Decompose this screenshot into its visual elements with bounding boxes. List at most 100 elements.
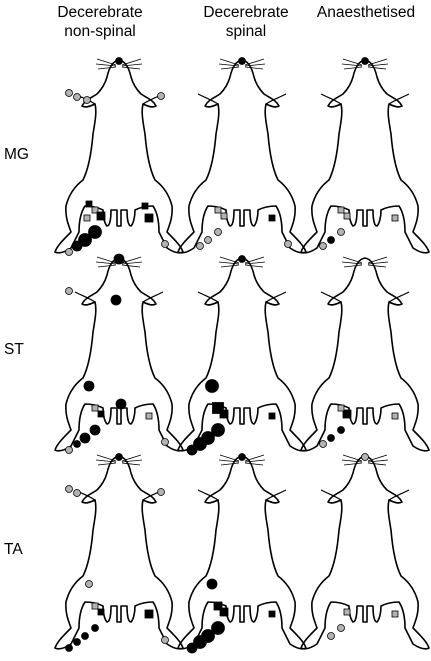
column-header-non-spinal: Decerebrate non-spinal xyxy=(40,3,160,41)
site-marker-square xyxy=(91,602,99,610)
site-marker-square xyxy=(343,212,351,220)
column-header-line1: Decerebrate xyxy=(203,4,289,21)
site-marker-circle xyxy=(361,453,369,461)
site-marker-circle xyxy=(115,57,123,65)
site-marker-circle xyxy=(361,57,369,65)
site-marker-circle xyxy=(238,57,246,65)
site-marker-square xyxy=(268,214,276,222)
site-marker-square xyxy=(219,607,229,617)
column-header-spinal: Decerebrate spinal xyxy=(190,3,302,41)
site-marker-circle xyxy=(327,434,335,442)
site-marker-square xyxy=(145,412,153,420)
site-marker-square xyxy=(220,212,228,220)
site-marker-square xyxy=(219,409,229,419)
site-marker-circle xyxy=(319,440,327,448)
rat-outline xyxy=(300,58,430,254)
site-marker-circle xyxy=(211,621,225,635)
site-marker-square xyxy=(212,402,224,414)
row-label-st: ST xyxy=(4,341,24,358)
site-marker-square xyxy=(337,404,345,412)
site-marker-circle xyxy=(319,242,327,250)
site-marker-circle xyxy=(186,444,198,456)
site-marker-circle xyxy=(238,453,246,461)
site-marker-circle xyxy=(157,488,165,496)
rat-outline xyxy=(54,454,184,650)
site-marker-circle xyxy=(65,485,73,493)
site-marker-circle xyxy=(284,240,292,248)
site-marker-circle xyxy=(337,624,345,632)
site-marker-circle xyxy=(238,255,246,263)
site-marker-circle xyxy=(211,423,225,437)
site-marker-circle xyxy=(73,440,81,448)
site-marker-circle xyxy=(337,228,345,236)
site-marker-circle xyxy=(186,642,198,654)
site-marker-circle xyxy=(157,92,165,100)
site-marker-square xyxy=(85,200,93,208)
row-label-mg: MG xyxy=(4,146,29,163)
site-marker-square xyxy=(214,206,222,214)
site-marker-square xyxy=(343,608,351,616)
column-header-anaesthetised: Anaesthetised xyxy=(304,3,428,22)
site-marker-circle xyxy=(115,398,127,410)
rat-outline xyxy=(177,58,307,254)
site-marker-circle xyxy=(206,578,218,590)
site-marker-square xyxy=(391,214,399,222)
site-marker-circle xyxy=(85,580,93,588)
column-header-line2: spinal xyxy=(225,23,267,40)
site-marker-circle xyxy=(327,236,335,244)
site-marker-circle xyxy=(88,225,102,239)
site-marker-square xyxy=(91,206,99,214)
site-marker-circle xyxy=(73,489,81,497)
site-marker-circle xyxy=(65,644,73,652)
site-marker-circle xyxy=(83,380,95,392)
site-marker-circle xyxy=(65,446,73,454)
site-marker-circle xyxy=(71,240,83,252)
site-marker-square xyxy=(342,409,352,419)
site-marker-circle xyxy=(78,233,92,247)
rat-outline xyxy=(300,454,430,650)
site-marker-circle xyxy=(115,453,123,461)
site-marker-circle xyxy=(214,228,222,236)
column-header-line1: Anaesthetised xyxy=(316,4,416,21)
row-label-ta: TA xyxy=(4,541,23,558)
site-marker-square xyxy=(141,202,149,210)
site-marker-square xyxy=(144,213,154,223)
site-marker-circle xyxy=(337,426,345,434)
site-marker-square xyxy=(91,404,99,412)
site-marker-square xyxy=(96,211,106,221)
site-marker-circle xyxy=(327,632,335,640)
site-marker-circle xyxy=(79,432,91,444)
site-marker-square xyxy=(268,610,276,618)
site-marker-circle xyxy=(81,632,89,640)
rat-outline xyxy=(300,256,430,452)
site-marker-circle xyxy=(89,424,101,436)
site-marker-circle xyxy=(161,240,169,248)
site-marker-square xyxy=(97,608,105,616)
column-header-line2: non-spinal xyxy=(64,23,136,40)
site-marker-circle xyxy=(83,96,91,104)
site-marker-circle xyxy=(193,437,207,451)
column-header-line1: Decerebrate xyxy=(57,4,143,21)
site-marker-circle xyxy=(73,638,81,646)
site-marker-circle xyxy=(65,287,73,295)
rat-outline xyxy=(177,454,307,650)
rat-outline xyxy=(177,256,307,452)
site-marker-square xyxy=(213,601,223,611)
site-marker-circle xyxy=(196,242,204,250)
site-marker-circle xyxy=(161,636,169,644)
site-marker-square xyxy=(97,410,105,418)
site-marker-circle xyxy=(110,294,122,306)
site-marker-circle xyxy=(205,379,219,393)
site-marker-circle xyxy=(91,624,99,632)
site-marker-circle xyxy=(193,635,207,649)
site-marker-circle xyxy=(73,93,81,101)
site-marker-square xyxy=(337,206,345,214)
site-marker-circle xyxy=(113,253,125,265)
site-marker-square xyxy=(144,609,154,619)
rat-outline xyxy=(54,256,184,452)
rat-outline xyxy=(54,58,184,254)
site-marker-square xyxy=(268,412,276,420)
site-marker-square xyxy=(391,412,399,420)
site-marker-circle xyxy=(65,89,73,97)
